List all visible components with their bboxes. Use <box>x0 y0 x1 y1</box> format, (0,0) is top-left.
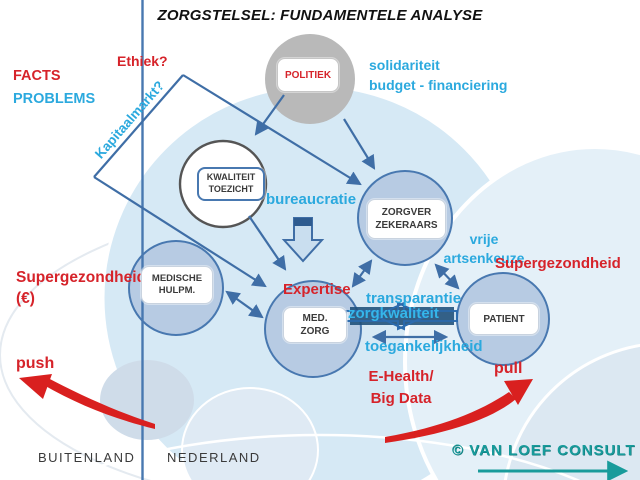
vrije-artsenkeuze-label: vrije artsenkeuze <box>434 230 534 268</box>
node-circles <box>128 34 550 378</box>
medische-medzorg-double-arrow <box>225 290 264 319</box>
push-label: push <box>16 355 55 372</box>
buitenland-label: BUITENLAND <box>38 450 136 465</box>
zorgverzekeraars-node-label: ZORGVER ZEKERAARS <box>367 199 446 239</box>
kwaliteit-to-medzorg-arrow <box>248 215 287 271</box>
expertise-label: Expertise <box>283 281 351 298</box>
kwaliteit-toezicht-node-label: KWALITEIT TOEZICHT <box>197 167 265 201</box>
supergezondheid-right-label: Supergezondheid <box>495 255 621 272</box>
kwaliteit-line1: KWALITEIT <box>206 172 256 183</box>
down-block-arrow-icon <box>281 217 325 263</box>
medische-line1: MEDISCHE <box>151 272 203 284</box>
supergezondheid-left-line1: Supergezondheid <box>16 269 147 286</box>
flow-arrows <box>93 74 460 345</box>
patient-node-label: PATIENT <box>469 303 539 335</box>
zorgverzekeraars-line1: ZORGVER <box>381 207 432 218</box>
supergezondheid-left-label: Supergezondheid (€) <box>16 267 146 309</box>
kwaliteit-line2: TOEZICHT <box>208 184 254 194</box>
solidariteit-line: solidariteit <box>369 57 440 73</box>
medzorg-line1: MED. <box>302 313 328 324</box>
ethiek-label: Ethiek? <box>117 53 168 69</box>
zorgkwaliteit-label: zorgkwaliteit <box>348 305 439 322</box>
page-title: ZORGSTELSEL: FUNDAMENTELE ANALYSE <box>157 7 483 24</box>
bureaucratie-label: bureaucratie <box>266 191 357 208</box>
zorgverzekeraars-patient-double-arrow <box>434 263 460 290</box>
medische-hulpm-node-label: MEDISCHE HULPM. <box>141 266 213 304</box>
budget-line: budget - financiering <box>369 77 508 93</box>
ehealth-line2: Big Data <box>370 390 432 407</box>
push-arrow-icon <box>19 374 155 429</box>
toegankelijkheid-label: toegankelijkheid <box>365 338 483 355</box>
kapitaalmarkt-to-medzorg-arrow <box>93 176 267 288</box>
politiek-to-zorgverzekeraars-arrow <box>343 118 376 170</box>
pull-arrow-icon <box>385 379 533 443</box>
transparantie-label: transparantie <box>366 290 462 307</box>
zorgverzekeraars-medzorg-double-arrow <box>351 259 373 288</box>
nederland-label: NEDERLAND <box>167 450 261 465</box>
solidariteit-budget-label: solidariteit budget - financiering <box>369 55 507 95</box>
supergezondheid-left-line2: (€) <box>16 290 35 307</box>
ehealth-bigdata-label: E-Health/ Big Data <box>358 366 444 410</box>
med-zorg-node-label: MED. ZORG <box>283 307 347 343</box>
zorgkwaliteit-block-arrows-icon <box>345 301 458 331</box>
medzorg-line2: ZORG <box>300 326 330 337</box>
facts-label: FACTS <box>13 68 61 84</box>
vertex-to-zorgverzekeraars-arrow <box>182 74 362 186</box>
ehealth-line1: E-Health/ <box>368 368 434 385</box>
artsenkeuze-line: artsenkeuze <box>443 250 525 266</box>
zorgverzekeraars-line2: ZEKERAARS <box>375 220 438 231</box>
pull-label: pull <box>494 360 523 377</box>
problems-label: PROBLEMS <box>13 91 96 107</box>
politiek-node-label: POLITIEK <box>277 58 339 92</box>
politiek-to-kwaliteit-arrow <box>254 94 285 136</box>
vrije-line: vrije <box>469 231 499 247</box>
kapitaalmarkt-line <box>93 74 184 178</box>
brand-label: © VAN LOEF CONSULT <box>452 442 636 459</box>
medische-line2: HULPM. <box>158 285 196 296</box>
